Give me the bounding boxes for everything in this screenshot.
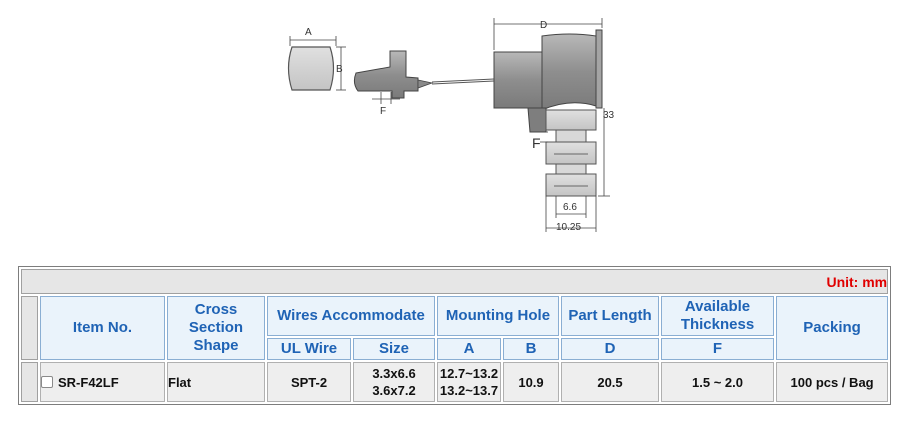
size-cell: 3.3x6.6 3.6x7.2 — [353, 362, 435, 402]
header-item-no: Item No. — [40, 296, 165, 360]
item-no-cell: SR-F42LF — [40, 362, 165, 402]
strain-relief-body — [493, 18, 603, 133]
dim-label-d: D — [540, 20, 547, 31]
hole-b-cell: 10.9 — [503, 362, 559, 402]
size-value-2: 3.6x7.2 — [372, 383, 416, 398]
dim-label-6-6: 6.6 — [563, 202, 577, 213]
header-hole-a: A — [437, 338, 501, 360]
item-no-value: SR-F42LF — [58, 374, 119, 390]
shape-cell: Flat — [167, 362, 265, 402]
mounting-tail — [540, 108, 610, 232]
dim-label-10-25: 10.25 — [556, 222, 581, 233]
header-wires-accommodate: Wires Accommodate — [267, 296, 435, 336]
header-thickness-f: F — [661, 338, 774, 360]
header-row-sub: UL Wire Size A B D F — [21, 338, 888, 360]
dim-label-b: B — [336, 64, 343, 75]
header-mounting-hole: Mounting Hole — [437, 296, 559, 336]
hole-a-cell: 12.7~13.2 13.2~13.7 — [437, 362, 501, 402]
dim-label-33: 33 — [603, 110, 615, 121]
technical-drawing: A B F D — [287, 18, 615, 233]
part-length-cell: 20.5 — [561, 362, 659, 402]
unit-row: Unit: mm — [21, 269, 889, 294]
dim-label-f-small: F — [380, 106, 386, 117]
header-available-thickness: Available Thickness — [661, 296, 774, 336]
dim-label-a: A — [305, 27, 312, 38]
unit-label: Unit: mm — [21, 269, 889, 294]
mounting-hole-view — [287, 36, 346, 91]
header-part-d: D — [561, 338, 659, 360]
row-select-checkbox[interactable] — [41, 375, 53, 388]
dim-label-f-large: F — [532, 135, 541, 151]
spec-table: Unit: mm Item No. Cross Section Shape Wi… — [18, 266, 892, 405]
header-ul-wire: UL Wire — [267, 338, 351, 360]
row-gutter — [21, 362, 38, 402]
header-cross-section-shape: Cross Section Shape — [167, 296, 265, 360]
clip-side-view — [353, 50, 495, 104]
thickness-cell: 1.5 ~ 2.0 — [661, 362, 774, 402]
hole-a-value-2: 13.2~13.7 — [439, 383, 499, 398]
header-packing: Packing — [776, 296, 889, 360]
ul-wire-cell: SPT-2 — [267, 362, 351, 402]
table-row: SR-F42LF Flat SPT-2 3.3x6.6 3.6x7.2 12.7… — [21, 362, 889, 402]
header-size: Size — [353, 338, 435, 360]
header-hole-b: B — [503, 338, 559, 360]
header-row-top: Item No. Cross Section Shape Wires Accom… — [21, 296, 889, 360]
size-value-1: 3.3x6.6 — [372, 366, 416, 381]
row-gutter-header — [21, 296, 38, 360]
hole-a-value-1: 12.7~13.2 — [439, 366, 499, 381]
header-part-length: Part Length — [561, 296, 659, 336]
packing-cell: 100 pcs / Bag — [776, 362, 889, 402]
